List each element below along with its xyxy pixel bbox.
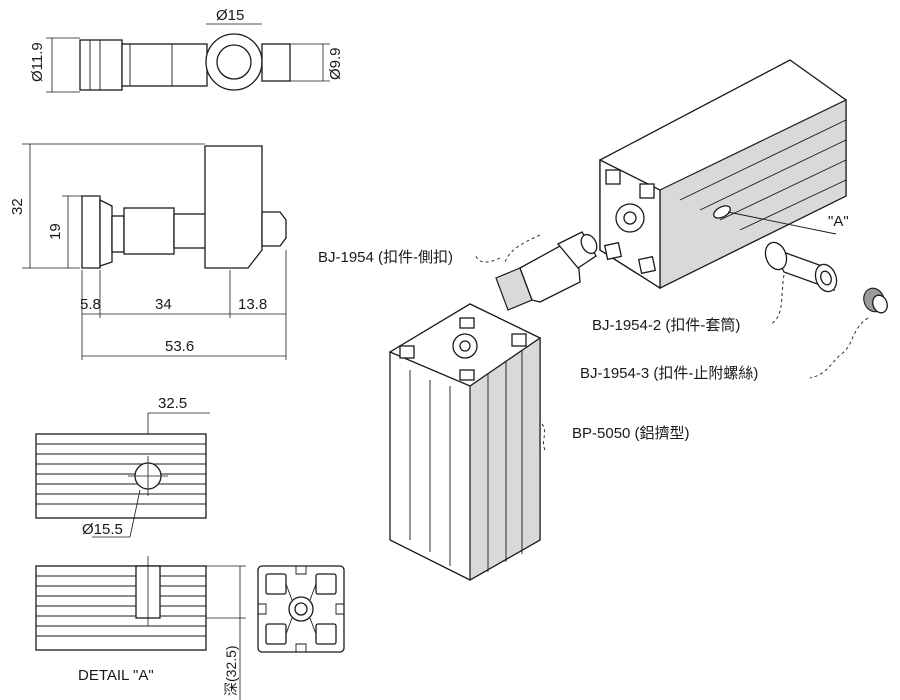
side-view: 32 19 5.8 34 13.8 53.6 [9,143,287,360]
profile-cross-section [257,565,345,653]
dim-d15: Ø15 [216,7,244,24]
top-view: Ø15 Ø11.9 Ø9.9 [29,7,344,93]
dim-d9-9: Ø9.9 [327,47,344,80]
dim-34: 34 [155,296,172,313]
label-sleeve: BJ-1954-2 (扣件-套筒) [592,317,740,334]
detail-section-view: 深(32.5) DETAIL "A" [35,556,246,700]
detail-hole-view: 32.5 Ø15.5 [35,395,210,538]
dim-d15-5: Ø15.5 [82,521,123,538]
dim-53-6: 53.6 [165,338,194,355]
dim-13-8: 13.8 [238,296,267,313]
label-profile: BP-5050 (鋁擠型) [572,425,690,442]
label-side-clip: BJ-1954 (扣件-側扣) [318,249,453,266]
callout-a: "A" [828,213,849,230]
dim-d11-9: Ø11.9 [29,42,46,82]
dim-19: 19 [47,223,64,240]
dim-depth: 深(32.5) [223,645,239,696]
dim-32: 32 [9,198,26,215]
dim-32-5: 32.5 [158,395,187,412]
detail-a-label: DETAIL "A" [78,667,154,684]
dim-5-8: 5.8 [80,296,101,313]
label-screw: BJ-1954-3 (扣件-止附螺絲) [580,365,758,382]
exploded-view: "A" [388,59,888,582]
